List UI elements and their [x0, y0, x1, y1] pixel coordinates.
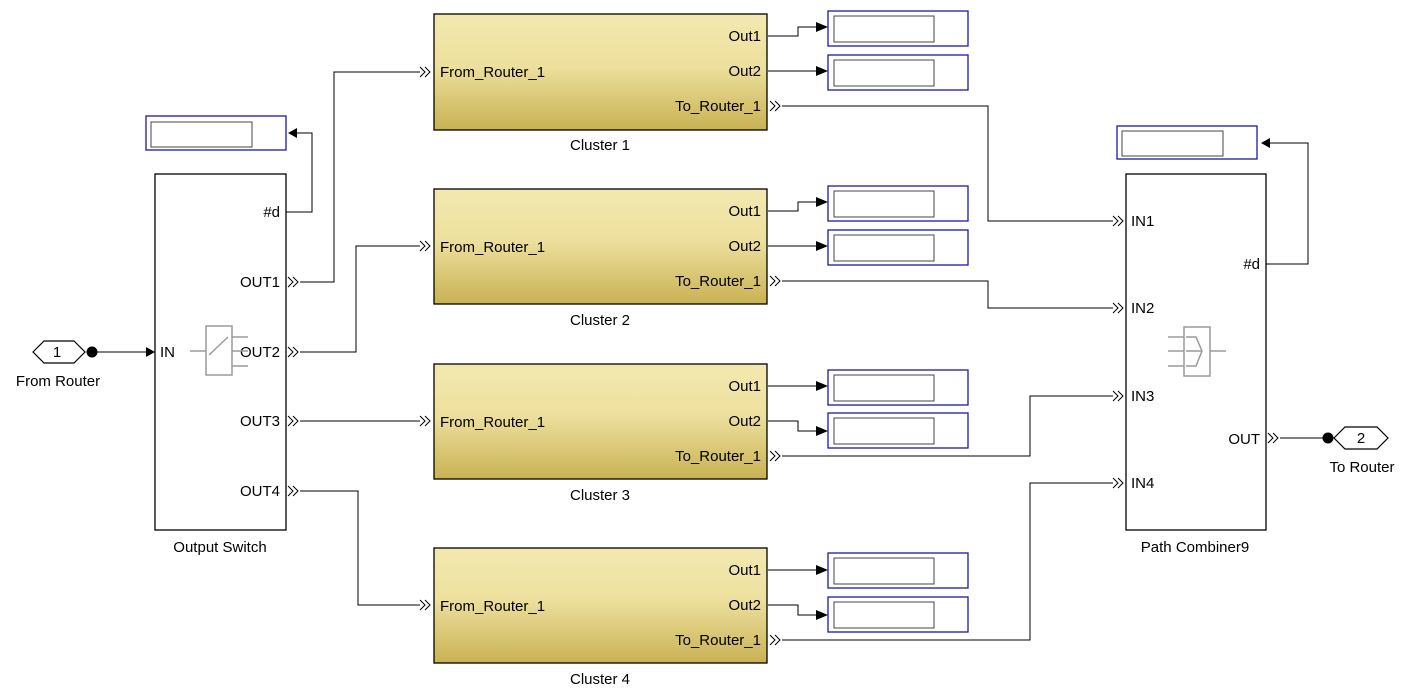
- cluster-4-to-router-port: To_Router_1: [675, 632, 761, 649]
- cluster-1-out2-port: Out2: [728, 63, 761, 80]
- cluster-1-out2-display[interactable]: [827, 54, 969, 91]
- cluster-2-input-port: From_Router_1: [440, 239, 545, 256]
- combiner-d-display[interactable]: [1116, 125, 1258, 160]
- switch-port-out4: OUT4: [240, 483, 280, 500]
- combiner-in4-port: IN4: [1131, 475, 1154, 492]
- arrowheads: [146, 22, 1270, 620]
- cluster-2-subsystem[interactable]: From_Router_1 Out1 Out2 To_Router_1 Clus…: [433, 188, 768, 329]
- cluster-2-out1-port: Out1: [728, 203, 761, 220]
- output-switch-block[interactable]: IN #d OUT1 OUT2 OUT3 OUT4 Output Switch: [154, 173, 287, 556]
- path-combiner-icon: [1168, 326, 1226, 377]
- cluster-3-name: Cluster 3: [570, 487, 630, 504]
- switch-port-out1: OUT1: [240, 274, 280, 291]
- combiner-d-port: #d: [1243, 256, 1260, 273]
- cluster-2-out2-display[interactable]: [827, 229, 969, 266]
- cluster-1-out1-display[interactable]: [827, 10, 969, 47]
- outport-label: To Router: [1329, 459, 1394, 476]
- signal-lines: [92, 26, 1328, 641]
- combiner-in3-port: IN3: [1131, 388, 1154, 405]
- path-combiner-name: Path Combiner9: [1141, 539, 1249, 556]
- inport-label: From Router: [16, 373, 100, 390]
- cluster-3-subsystem[interactable]: From_Router_1 Out1 Out2 To_Router_1 Clus…: [433, 363, 768, 504]
- cluster-3-out1-display[interactable]: [827, 369, 969, 406]
- cluster-1-name: Cluster 1: [570, 137, 630, 154]
- cluster-1-subsystem[interactable]: From_Router_1 Out1 Out2 To_Router_1 Clus…: [433, 13, 768, 154]
- cluster-2-to-router-port: To_Router_1: [675, 273, 761, 290]
- cluster-4-out1-port: Out1: [728, 562, 761, 579]
- inport-number: 1: [53, 344, 61, 361]
- path-combiner-block[interactable]: IN1 IN2 IN3 IN4 #d OUT Path Combiner9: [1125, 173, 1267, 556]
- output-switch-name: Output Switch: [173, 539, 266, 556]
- cluster-3-out2-display[interactable]: [827, 412, 969, 449]
- inport-block[interactable]: 1 From Router: [16, 340, 100, 390]
- combiner-in1-port: IN1: [1131, 213, 1154, 230]
- switch-icon: [190, 325, 248, 376]
- entity-port-chevrons: [287, 66, 1279, 646]
- combiner-out-port: OUT: [1228, 431, 1260, 448]
- cluster-3-input-port: From_Router_1: [440, 414, 545, 431]
- switch-port-out2: OUT2: [240, 344, 280, 361]
- cluster-4-out2-port: Out2: [728, 597, 761, 614]
- cluster-2-name: Cluster 2: [570, 312, 630, 329]
- outport-number: 2: [1357, 430, 1365, 447]
- switch-port-out3: OUT3: [240, 413, 280, 430]
- cluster-1-to-router-port: To_Router_1: [675, 98, 761, 115]
- cluster-4-input-port: From_Router_1: [440, 598, 545, 615]
- cluster-1-input-port: From_Router_1: [440, 64, 545, 81]
- switch-in-port-label: IN: [160, 344, 175, 361]
- cluster-3-out1-port: Out1: [728, 378, 761, 395]
- cluster-4-subsystem[interactable]: From_Router_1 Out1 Out2 To_Router_1 Clus…: [433, 547, 768, 688]
- combiner-in2-port: IN2: [1131, 300, 1154, 317]
- outport-connection-dot: [1322, 432, 1334, 444]
- cluster-3-to-router-port: To_Router_1: [675, 448, 761, 465]
- cluster-2-out1-display[interactable]: [827, 185, 969, 222]
- cluster-4-out1-display[interactable]: [827, 552, 969, 589]
- cluster-4-out2-display[interactable]: [827, 596, 969, 633]
- switch-port-d: #d: [263, 204, 280, 221]
- cluster-4-name: Cluster 4: [570, 671, 630, 688]
- outport-block[interactable]: 2 To Router: [1322, 426, 1395, 476]
- inport-connection-dot: [86, 346, 98, 358]
- cluster-3-out2-port: Out2: [728, 413, 761, 430]
- cluster-2-out2-port: Out2: [728, 238, 761, 255]
- cluster-1-out1-port: Out1: [728, 28, 761, 45]
- switch-d-display[interactable]: [145, 115, 287, 151]
